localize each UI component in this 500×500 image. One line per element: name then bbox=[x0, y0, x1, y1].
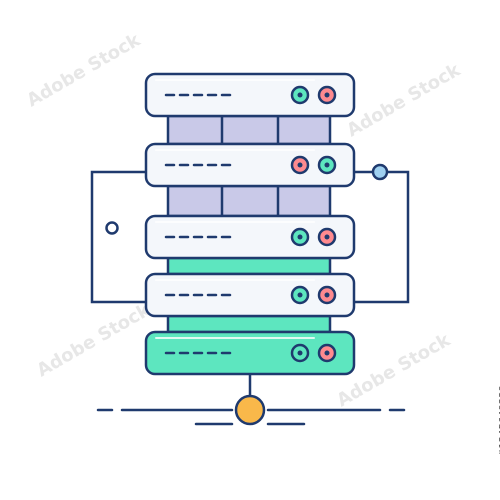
status-led-core bbox=[324, 92, 330, 98]
separator-1 bbox=[166, 114, 332, 146]
status-led-core bbox=[324, 234, 330, 240]
server-unit-body bbox=[144, 272, 356, 318]
server-unit bbox=[144, 142, 356, 188]
server-unit-body bbox=[144, 214, 356, 260]
status-led-core bbox=[297, 292, 303, 298]
status-led-core bbox=[297, 234, 303, 240]
status-led-core bbox=[297, 92, 303, 98]
status-led-core bbox=[297, 162, 303, 168]
status-led-core bbox=[324, 162, 330, 168]
left-port-icon bbox=[105, 221, 119, 235]
server-unit-body bbox=[144, 72, 356, 118]
status-led-core bbox=[324, 350, 330, 356]
server-unit-body bbox=[144, 142, 356, 188]
status-led-core bbox=[324, 292, 330, 298]
status-led-core bbox=[297, 350, 303, 356]
separator-2 bbox=[166, 184, 332, 218]
server-unit bbox=[144, 272, 356, 318]
server-units bbox=[144, 72, 356, 376]
right-port-icon bbox=[371, 163, 389, 181]
right-cable-loop bbox=[354, 170, 410, 304]
server-unit bbox=[144, 72, 356, 118]
left-cable-loop bbox=[90, 170, 146, 304]
network-base bbox=[96, 374, 406, 426]
server-unit bbox=[144, 214, 356, 260]
server-unit bbox=[144, 330, 356, 376]
network-hub-icon bbox=[234, 394, 266, 426]
separator-3 bbox=[166, 256, 332, 276]
separator-4 bbox=[166, 314, 332, 334]
